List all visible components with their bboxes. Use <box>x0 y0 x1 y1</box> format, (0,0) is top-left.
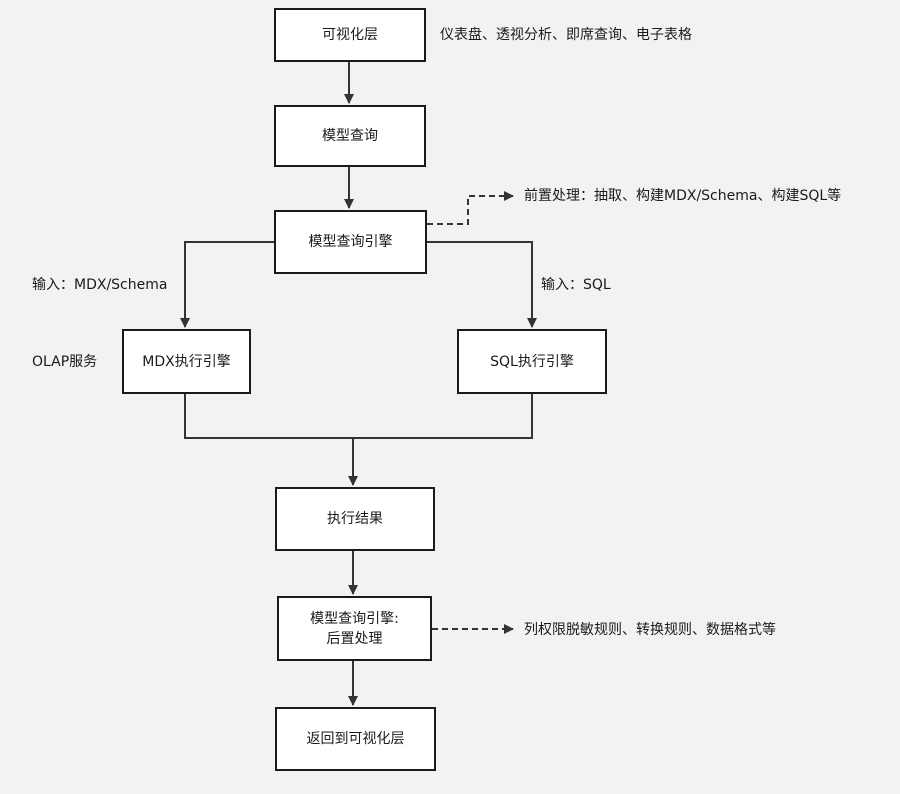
node-exec-result: 执行结果 <box>275 487 435 551</box>
node-label: 可视化层 <box>322 27 378 43</box>
note-input-mdx: 输入：MDX/Schema <box>32 277 168 293</box>
arrow-engine-to-mdx <box>180 241 274 328</box>
node-label: 执行结果 <box>327 511 383 527</box>
node-label: 模型查询引擎 <box>308 234 393 250</box>
node-label: SQL执行引擎 <box>490 353 574 370</box>
node-return-visual: 返回到可视化层 <box>275 707 436 771</box>
note-olap-service: OLAP服务 <box>32 354 98 370</box>
node-visual-layer: 可视化层 <box>274 8 426 62</box>
node-mdx-engine: MDX执行引擎 <box>122 329 251 394</box>
node-label-line1: 模型查询引擎: <box>310 610 399 627</box>
node-post-process: 模型查询引擎: 后置处理 <box>277 596 432 661</box>
node-label: MDX执行引擎 <box>142 353 231 370</box>
node-sql-engine: SQL执行引擎 <box>457 329 607 394</box>
node-model-query: 模型查询 <box>274 105 426 167</box>
note-pre-process: 前置处理：抽取、构建MDX/Schema、构建SQL等 <box>524 188 842 204</box>
node-label-line2: 后置处理 <box>326 630 383 647</box>
node-query-engine: 模型查询引擎 <box>274 210 427 274</box>
dashed-arrow-pre-process <box>427 191 514 225</box>
merge-line <box>184 394 533 439</box>
note-input-sql: 输入：SQL <box>541 277 611 293</box>
node-label: 返回到可视化层 <box>306 731 405 747</box>
note-post-process-desc: 列权限脱敏规则、转换规则、数据格式等 <box>524 622 776 638</box>
arrow-engine-to-sql <box>427 241 537 328</box>
node-label: 模型查询 <box>322 128 378 144</box>
note-visual-layer-desc: 仪表盘、透视分析、即席查询、电子表格 <box>440 27 692 43</box>
